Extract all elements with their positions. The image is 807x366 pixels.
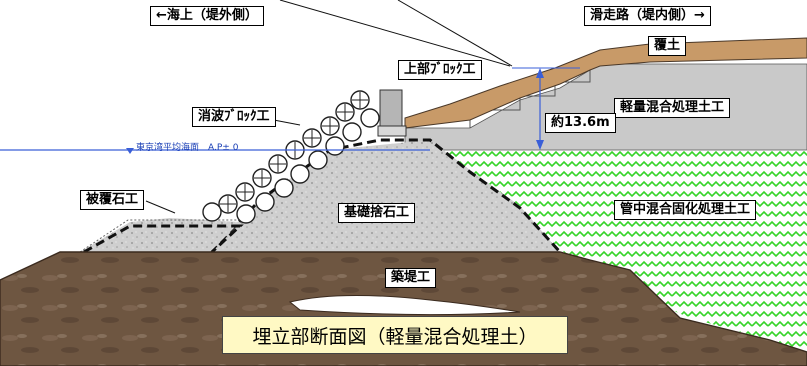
cover-soil-label: 覆土 bbox=[648, 36, 687, 56]
water-level-marker bbox=[126, 148, 134, 154]
armor-stone-label: 被覆石工 bbox=[80, 190, 145, 210]
upper-block-label: 上部ﾌﾞﾛｯｸ工 bbox=[398, 60, 482, 80]
height-arrow-bottom bbox=[536, 140, 544, 150]
upper-block-base bbox=[377, 125, 407, 137]
diagram-caption: 埋立部断面図（軽量混合処理土） bbox=[222, 316, 568, 354]
height-arrow-top bbox=[536, 68, 544, 78]
embankment-white-cavity bbox=[288, 294, 521, 316]
pipe-mixed-soil-label: 管中混合固化処理土工 bbox=[614, 200, 757, 220]
embankment-label: 築堤工 bbox=[385, 268, 437, 288]
light-mixed-soil-label: 軽量混合処理土工 bbox=[614, 98, 731, 118]
water-level-text: 東京湾平均海面 A.P± 0 bbox=[136, 143, 239, 153]
foundation-rubble-mound bbox=[210, 140, 560, 252]
foundation-dashed-outline bbox=[208, 138, 562, 254]
armor-stone-layer bbox=[80, 218, 240, 252]
sea-side-direction-label: ←海上（堤外側） bbox=[150, 6, 264, 26]
wave-block-label: 消波ﾌﾞﾛｯｸ工 bbox=[192, 107, 276, 127]
foundation-rubble-label: 基礎捨石工 bbox=[338, 203, 416, 223]
runway-side-direction-label: 滑走路（堤内側）→ bbox=[584, 6, 711, 26]
armor-thin-outline bbox=[79, 219, 238, 253]
cover-soil-layer bbox=[404, 37, 807, 129]
height-label: 約13.6m bbox=[545, 113, 616, 133]
